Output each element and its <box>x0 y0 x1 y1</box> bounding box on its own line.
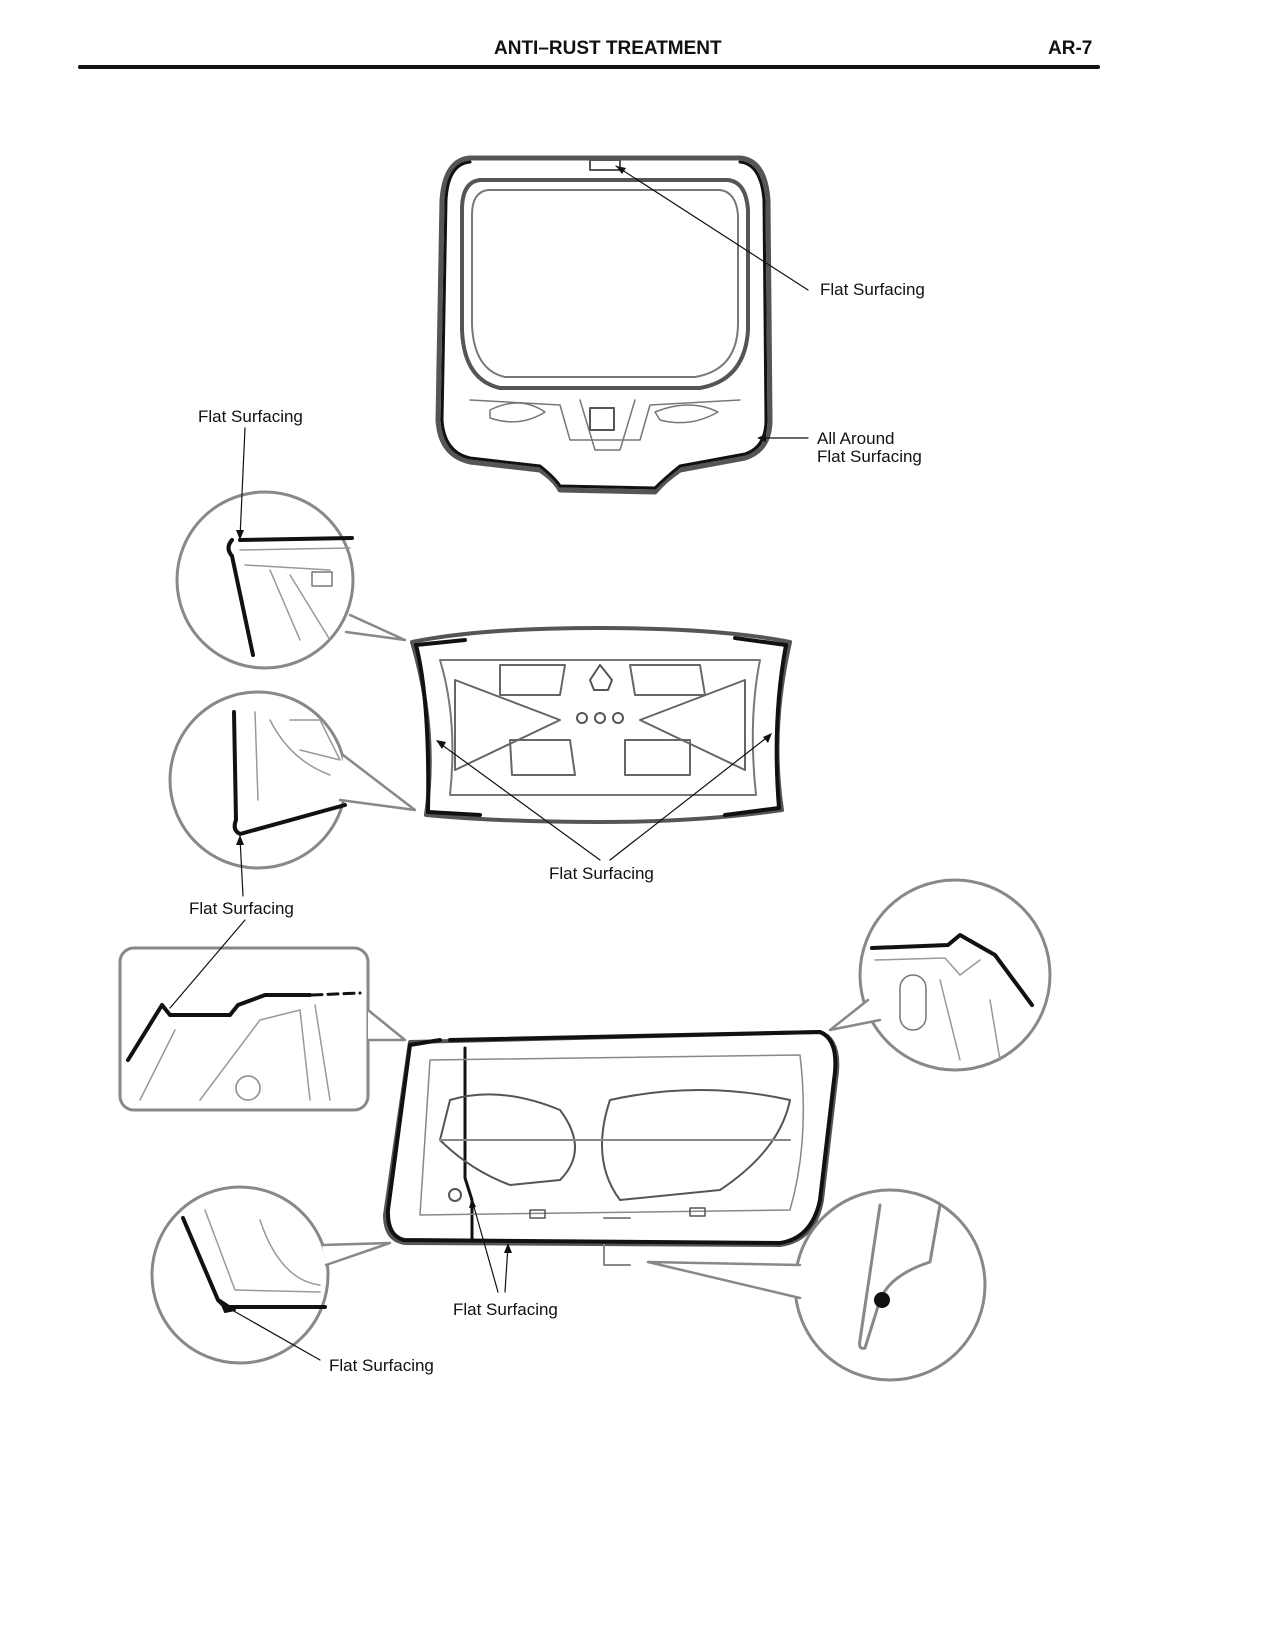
header-rule <box>78 65 1100 69</box>
door-illustration <box>383 1030 840 1266</box>
detail-circle-door-top-right <box>828 878 1052 1072</box>
label-all-around-line1: All Around <box>817 429 895 448</box>
back-door-illustration <box>435 155 773 495</box>
label-back-door-top: Flat Surfacing <box>820 280 925 299</box>
detail-circle-door-bottom-left <box>150 1185 392 1365</box>
trunk-lid-illustration <box>410 626 792 824</box>
page-number: AR-7 <box>1048 38 1093 59</box>
label-door-detail-bottom: Flat Surfacing <box>329 1356 434 1375</box>
leader-line <box>615 165 809 291</box>
label-trunk-lid: Flat Surfacing <box>549 864 654 883</box>
label-door-bottom: Flat Surfacing <box>453 1300 558 1319</box>
label-detail-lower-left: Flat Surfacing <box>189 899 294 918</box>
label-all-around-line2: Flat Surfacing <box>817 447 922 466</box>
label-detail-upper-left: Flat Surfacing <box>198 407 303 426</box>
page-header-title: ANTI–RUST TREATMENT <box>494 38 722 59</box>
detail-circle-upper-left <box>175 490 407 670</box>
detail-circle-door-bottom-right <box>646 1188 987 1382</box>
detail-circle-middle-left <box>168 690 417 870</box>
detail-box-door-top-left <box>118 946 407 1112</box>
